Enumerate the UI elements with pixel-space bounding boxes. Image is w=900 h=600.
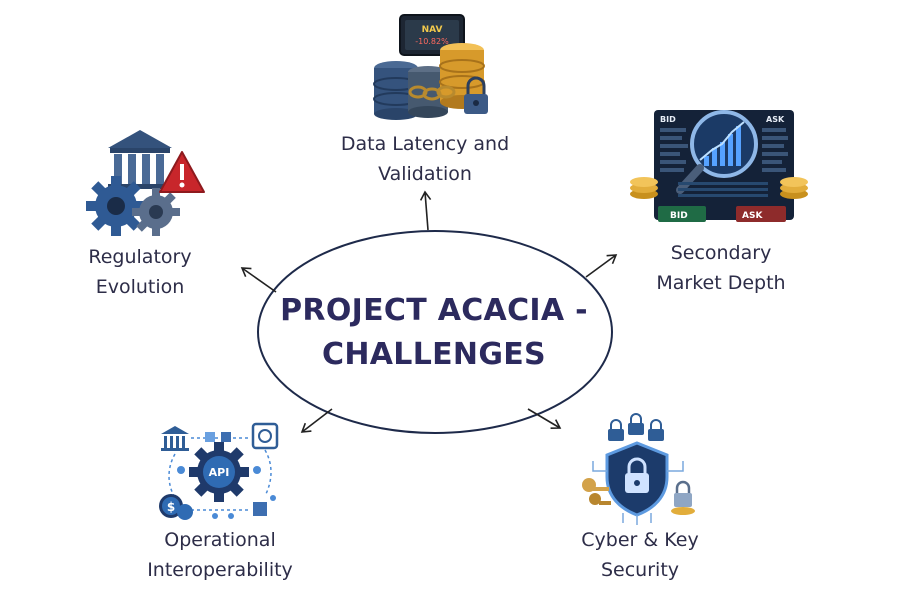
arrow-to-interop xyxy=(302,409,332,432)
bid-button-label: BID xyxy=(670,211,688,221)
nav-screen-label: NAV xyxy=(422,25,443,35)
arrow-to-market-depth xyxy=(586,255,616,277)
shield-lock-icon xyxy=(575,413,700,528)
node-cyber-line2: Security xyxy=(545,555,735,585)
node-data-latency-line2: Validation xyxy=(320,159,530,189)
nav-screen-value: -10.82% xyxy=(415,37,449,46)
node-regulatory-line1: Regulatory xyxy=(55,242,225,272)
node-cyber: Cyber & Key Security xyxy=(545,525,735,585)
node-interop: Operational Interoperability xyxy=(120,525,320,585)
node-data-latency-line1: Data Latency and xyxy=(320,129,530,159)
node-regulatory: Regulatory Evolution xyxy=(55,242,225,302)
database-lock-icon: NAV -10.82% xyxy=(370,12,490,127)
node-regulatory-line2: Evolution xyxy=(55,272,225,302)
node-interop-line1: Operational xyxy=(120,525,320,555)
order-book-magnifier-icon: BID ASK xyxy=(628,98,810,233)
order-book-ask-header: ASK xyxy=(766,115,785,124)
node-market-depth-line1: Secondary xyxy=(631,238,811,268)
api-network-icon: API $ xyxy=(155,418,283,528)
title-line-1: PROJECT ACACIA - xyxy=(280,289,588,333)
regulation-warning-icon xyxy=(86,124,206,240)
node-market-depth: Secondary Market Depth xyxy=(631,238,811,298)
node-interop-line2: Interoperability xyxy=(120,555,320,585)
node-data-latency: Data Latency and Validation xyxy=(320,129,530,189)
svg-text:$: $ xyxy=(167,500,175,514)
diagram-title: PROJECT ACACIA - CHALLENGES xyxy=(258,282,610,384)
api-gear-label: API xyxy=(209,466,230,479)
title-line-2: CHALLENGES xyxy=(322,333,546,377)
node-market-depth-line2: Market Depth xyxy=(631,268,811,298)
ask-button-label: ASK xyxy=(742,211,763,221)
arrow-to-data-latency xyxy=(425,192,428,230)
node-cyber-line1: Cyber & Key xyxy=(545,525,735,555)
order-book-bid-header: BID xyxy=(660,115,676,124)
